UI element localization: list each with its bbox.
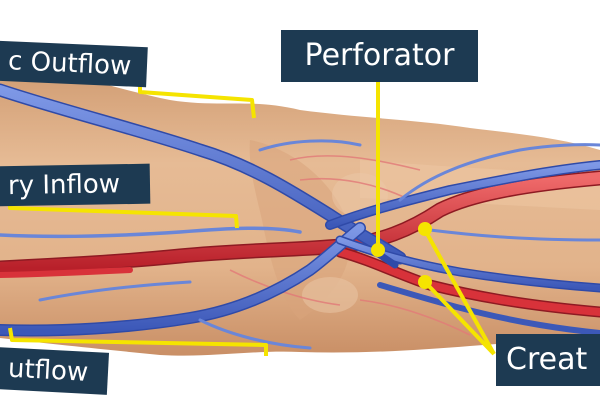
label-outflow-bottom: utflow (0, 347, 110, 395)
elbow-bone (302, 277, 358, 313)
creat-dot-upper (418, 222, 432, 236)
perforator-dot (371, 243, 385, 257)
leader-creat-1 (423, 229, 496, 355)
leader-lines (8, 80, 496, 356)
creat-dot-lower (418, 275, 432, 289)
label-perforator-text: Perforator (304, 38, 455, 73)
leader-creat-2 (423, 280, 496, 356)
label-inflow-text: ry Inflow (7, 169, 121, 202)
label-perforator: Perforator (281, 30, 478, 82)
label-outflow-bottom-text: utflow (7, 353, 89, 388)
leader-dots (371, 222, 432, 289)
label-outflow-top: c Outflow (0, 40, 148, 88)
label-inflow: ry Inflow (0, 163, 151, 207)
label-outflow-top-text: c Outflow (7, 46, 132, 82)
label-creat: Creat (496, 334, 600, 386)
leader-bot-left (8, 327, 268, 356)
label-creat-text: Creat (506, 342, 588, 377)
